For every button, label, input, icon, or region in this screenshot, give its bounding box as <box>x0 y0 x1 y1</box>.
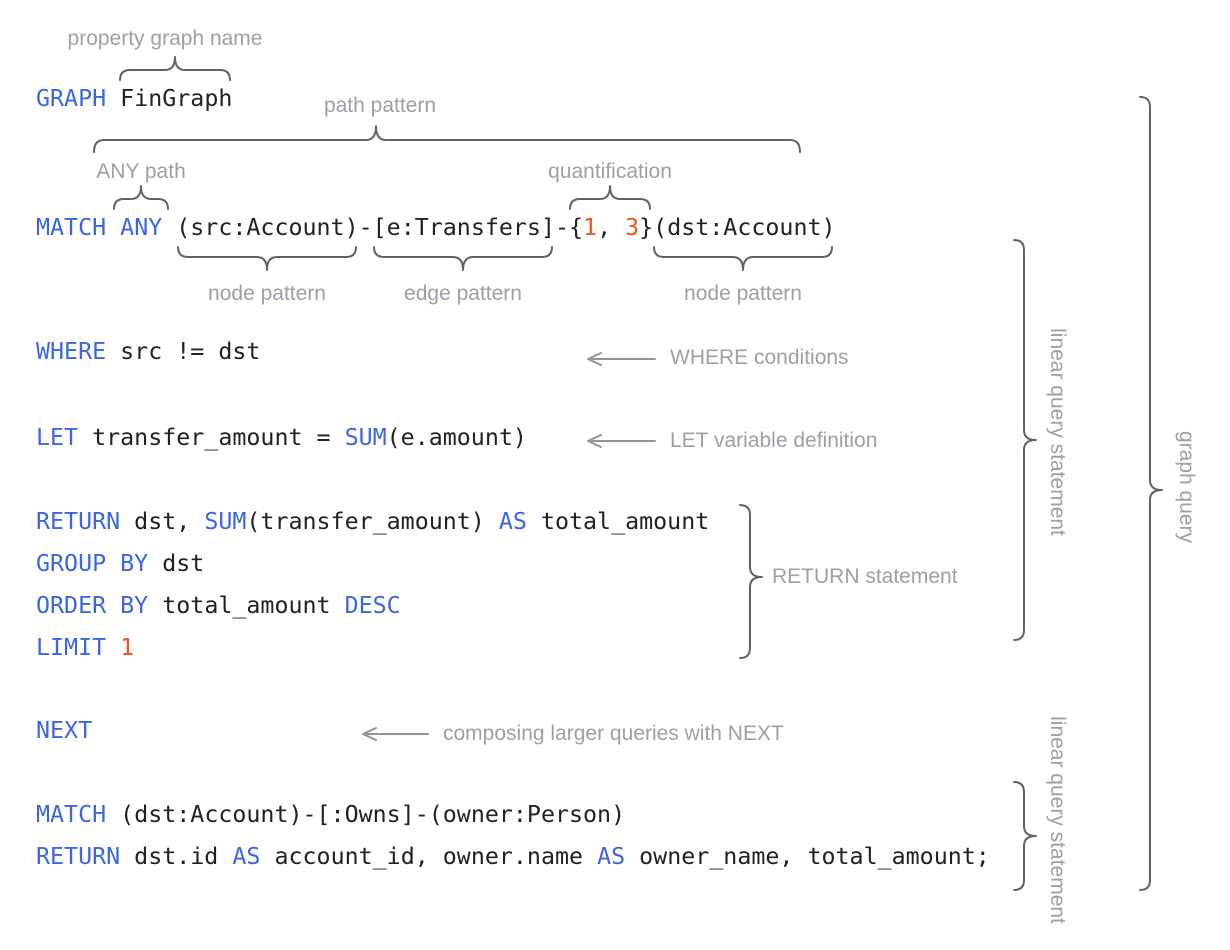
let-variable-definition-label: LET variable definition <box>670 429 878 452</box>
edge-pattern-brace <box>373 246 553 271</box>
code-line-return: RETURN dst, SUM(transfer_amount) AS tota… <box>36 508 710 535</box>
node-pattern-left-label: node pattern <box>208 282 326 305</box>
any-path-label: ANY path <box>96 160 186 183</box>
code-line-match: MATCH ANY (src:Account)-[e:Transfers]-{1… <box>36 214 836 241</box>
code-line-let: LET transfer_amount = SUM(e.amount) <box>36 424 527 451</box>
linear-query-statement-top-label: linear query statement <box>1046 328 1069 536</box>
composing-next-label: composing larger queries with NEXT <box>443 722 784 745</box>
code-line-where: WHERE src != dst <box>36 338 261 365</box>
code-line-next: NEXT <box>36 717 93 744</box>
graph-query-brace <box>1139 96 1163 891</box>
let-variable-arrow <box>587 434 656 448</box>
node-pattern-left-brace <box>177 246 357 271</box>
any-path-brace <box>113 185 169 210</box>
code-line-return-2: RETURN dst.id AS account_id, owner.name … <box>36 843 990 870</box>
property-graph-name-brace <box>119 56 231 81</box>
linear-query-statement-bottom-label: linear query statement <box>1046 716 1069 924</box>
path-pattern-brace <box>93 125 801 153</box>
linear-query-statement-top-brace <box>1013 239 1037 641</box>
where-conditions-label: WHERE conditions <box>670 346 849 369</box>
node-pattern-right-brace <box>653 246 833 271</box>
quantification-brace <box>569 185 651 210</box>
property-graph-name-label: property graph name <box>67 27 263 50</box>
where-conditions-arrow <box>587 352 656 366</box>
graph-query-label: graph query <box>1175 430 1198 544</box>
linear-query-statement-bottom-brace <box>1013 781 1037 891</box>
code-line-graph: GRAPH FinGraph <box>36 85 233 112</box>
return-statement-brace <box>739 504 763 659</box>
code-line-order-by: ORDER BY total_amount DESC <box>36 592 401 619</box>
edge-pattern-label: edge pattern <box>404 282 522 305</box>
return-statement-label: RETURN statement <box>772 565 958 588</box>
path-pattern-label: path pattern <box>323 94 437 117</box>
code-line-limit: LIMIT 1 <box>36 634 135 661</box>
quantification-label: quantification <box>548 160 672 183</box>
node-pattern-right-label: node pattern <box>684 282 802 305</box>
code-line-match-2: MATCH (dst:Account)-[:Owns]-(owner:Perso… <box>36 801 626 828</box>
code-line-group-by: GROUP BY dst <box>36 550 205 577</box>
next-arrow <box>362 727 429 741</box>
